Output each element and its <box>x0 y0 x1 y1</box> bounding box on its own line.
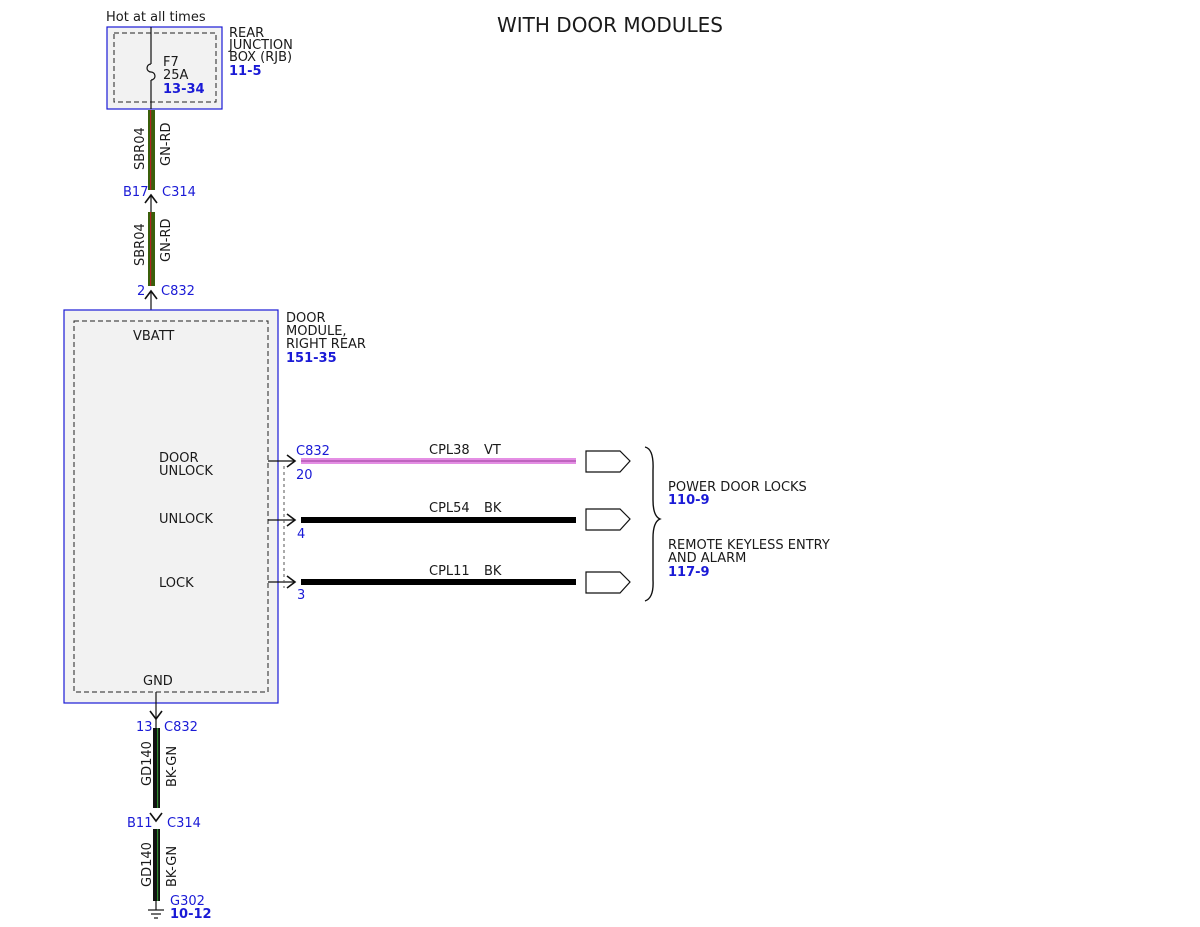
fuse-rating: 25A <box>163 68 189 83</box>
door-module-name-line-2: MODULE, <box>286 324 347 339</box>
fuse-ref-link[interactable]: 13-34 <box>163 82 205 97</box>
connector-c314-bottom-icon <box>149 812 163 823</box>
wire-sbr04-upper-color: GN-RD <box>159 122 174 166</box>
wire-cpl54-color: BK <box>484 501 502 516</box>
output-lock-connector-icon <box>286 575 297 589</box>
output-door-unlock-connector: C832 <box>296 444 330 459</box>
output-door-unlock-terminal-icon <box>585 450 631 473</box>
fuse-icon <box>146 63 156 81</box>
door-module-inner-box <box>73 320 269 693</box>
connector-c832-bottom-pin: 13 <box>136 720 153 735</box>
diagram-title: WITH DOOR MODULES <box>497 13 723 37</box>
connector-c314-top-name: C314 <box>162 185 196 200</box>
wire-cpl54-bk[interactable] <box>301 517 576 523</box>
destination-rke-ref[interactable]: 117-9 <box>668 565 710 580</box>
rjb-name-line-2: JUNCTION <box>228 38 293 53</box>
connector-c314-bottom-pin: B11 <box>127 816 152 831</box>
wire-gd140-upper-color: BK-GN <box>165 746 180 787</box>
door-module-gnd-label: GND <box>143 674 173 689</box>
wire-sbr04-upper-circuit: SBR04 <box>133 127 148 170</box>
wire-cpl11-color: BK <box>484 564 502 579</box>
rjb-ref-link[interactable]: 11-5 <box>229 64 262 79</box>
wire-sbr04-lower-color: GN-RD <box>159 218 174 262</box>
output-door-unlock-label-1: DOOR <box>159 451 199 466</box>
wire-cpl11-circuit: CPL11 <box>429 564 470 579</box>
rear-junction-box[interactable] <box>106 26 223 110</box>
wire-cpl38-color: VT <box>484 443 501 458</box>
connector-c314-bottom-name: C314 <box>167 816 201 831</box>
wire-sbr04-lower-circuit: SBR04 <box>133 223 148 266</box>
destination-rke-name-line-2: AND ALARM <box>668 551 746 566</box>
wire-sbr04-lower[interactable] <box>148 212 155 286</box>
rjb-inner-box <box>113 32 217 103</box>
ground-name: G302 <box>170 894 205 909</box>
wire-cpl38-circuit: CPL38 <box>429 443 470 458</box>
wire-gd140-lower-circuit: GD140 <box>140 842 155 887</box>
connector-c314-top-pin: B17 <box>123 185 148 200</box>
door-module-ref-link[interactable]: 151-35 <box>286 351 337 366</box>
connector-c832-top-name: C832 <box>161 284 195 299</box>
output-lock-terminal-icon <box>585 571 631 594</box>
door-module-name-line-1: DOOR <box>286 311 326 326</box>
output-unlock-label: UNLOCK <box>159 512 213 527</box>
rjb-name-line-3: BOX (RJB) <box>229 50 292 65</box>
wire-sbr04-upper[interactable] <box>148 110 155 190</box>
output-door-unlock-pin: 20 <box>296 468 313 483</box>
destination-rke-name-line-1: REMOTE KEYLESS ENTRY <box>668 538 830 553</box>
door-module-outer-box <box>63 309 279 704</box>
door-module-right-rear[interactable] <box>63 309 279 704</box>
output-lock-label: LOCK <box>159 576 194 591</box>
wire-gd140-lower[interactable] <box>153 829 160 901</box>
output-door-unlock-label-2: UNLOCK <box>159 464 213 479</box>
ground-ref-link[interactable]: 10-12 <box>170 907 212 922</box>
rjb-name-line-1: REAR <box>229 26 264 41</box>
wire-gd140-upper-circuit: GD140 <box>140 741 155 786</box>
wire-cpl54-circuit: CPL54 <box>429 501 470 516</box>
destination-power-door-locks-ref[interactable]: 110-9 <box>668 493 710 508</box>
wire-gd140-upper[interactable] <box>153 728 160 808</box>
output-lock-pin: 3 <box>297 588 305 603</box>
output-unlock-pin: 4 <box>297 527 305 542</box>
destination-power-door-locks-name: POWER DOOR LOCKS <box>668 480 807 495</box>
power-source-label: Hot at all times <box>106 10 206 25</box>
fuse-id: F7 <box>163 55 179 70</box>
rjb-outer-box <box>106 26 223 110</box>
ground-icon <box>148 909 164 919</box>
output-door-unlock-connector-icon <box>286 454 297 468</box>
connector-c832-bottom-name: C832 <box>164 720 198 735</box>
connector-c832-top-pin: 2 <box>137 284 145 299</box>
output-unlock-terminal-icon <box>585 508 631 531</box>
door-module-name-line-3: RIGHT REAR <box>286 337 366 352</box>
wire-gd140-lower-color: BK-GN <box>165 846 180 887</box>
door-module-vbatt-label: VBATT <box>133 329 174 344</box>
wire-cpl11-bk[interactable] <box>301 579 576 585</box>
destinations-brace-icon <box>644 446 662 602</box>
output-unlock-connector-icon <box>286 513 297 527</box>
connector-c832-bottom-icon <box>149 710 163 721</box>
